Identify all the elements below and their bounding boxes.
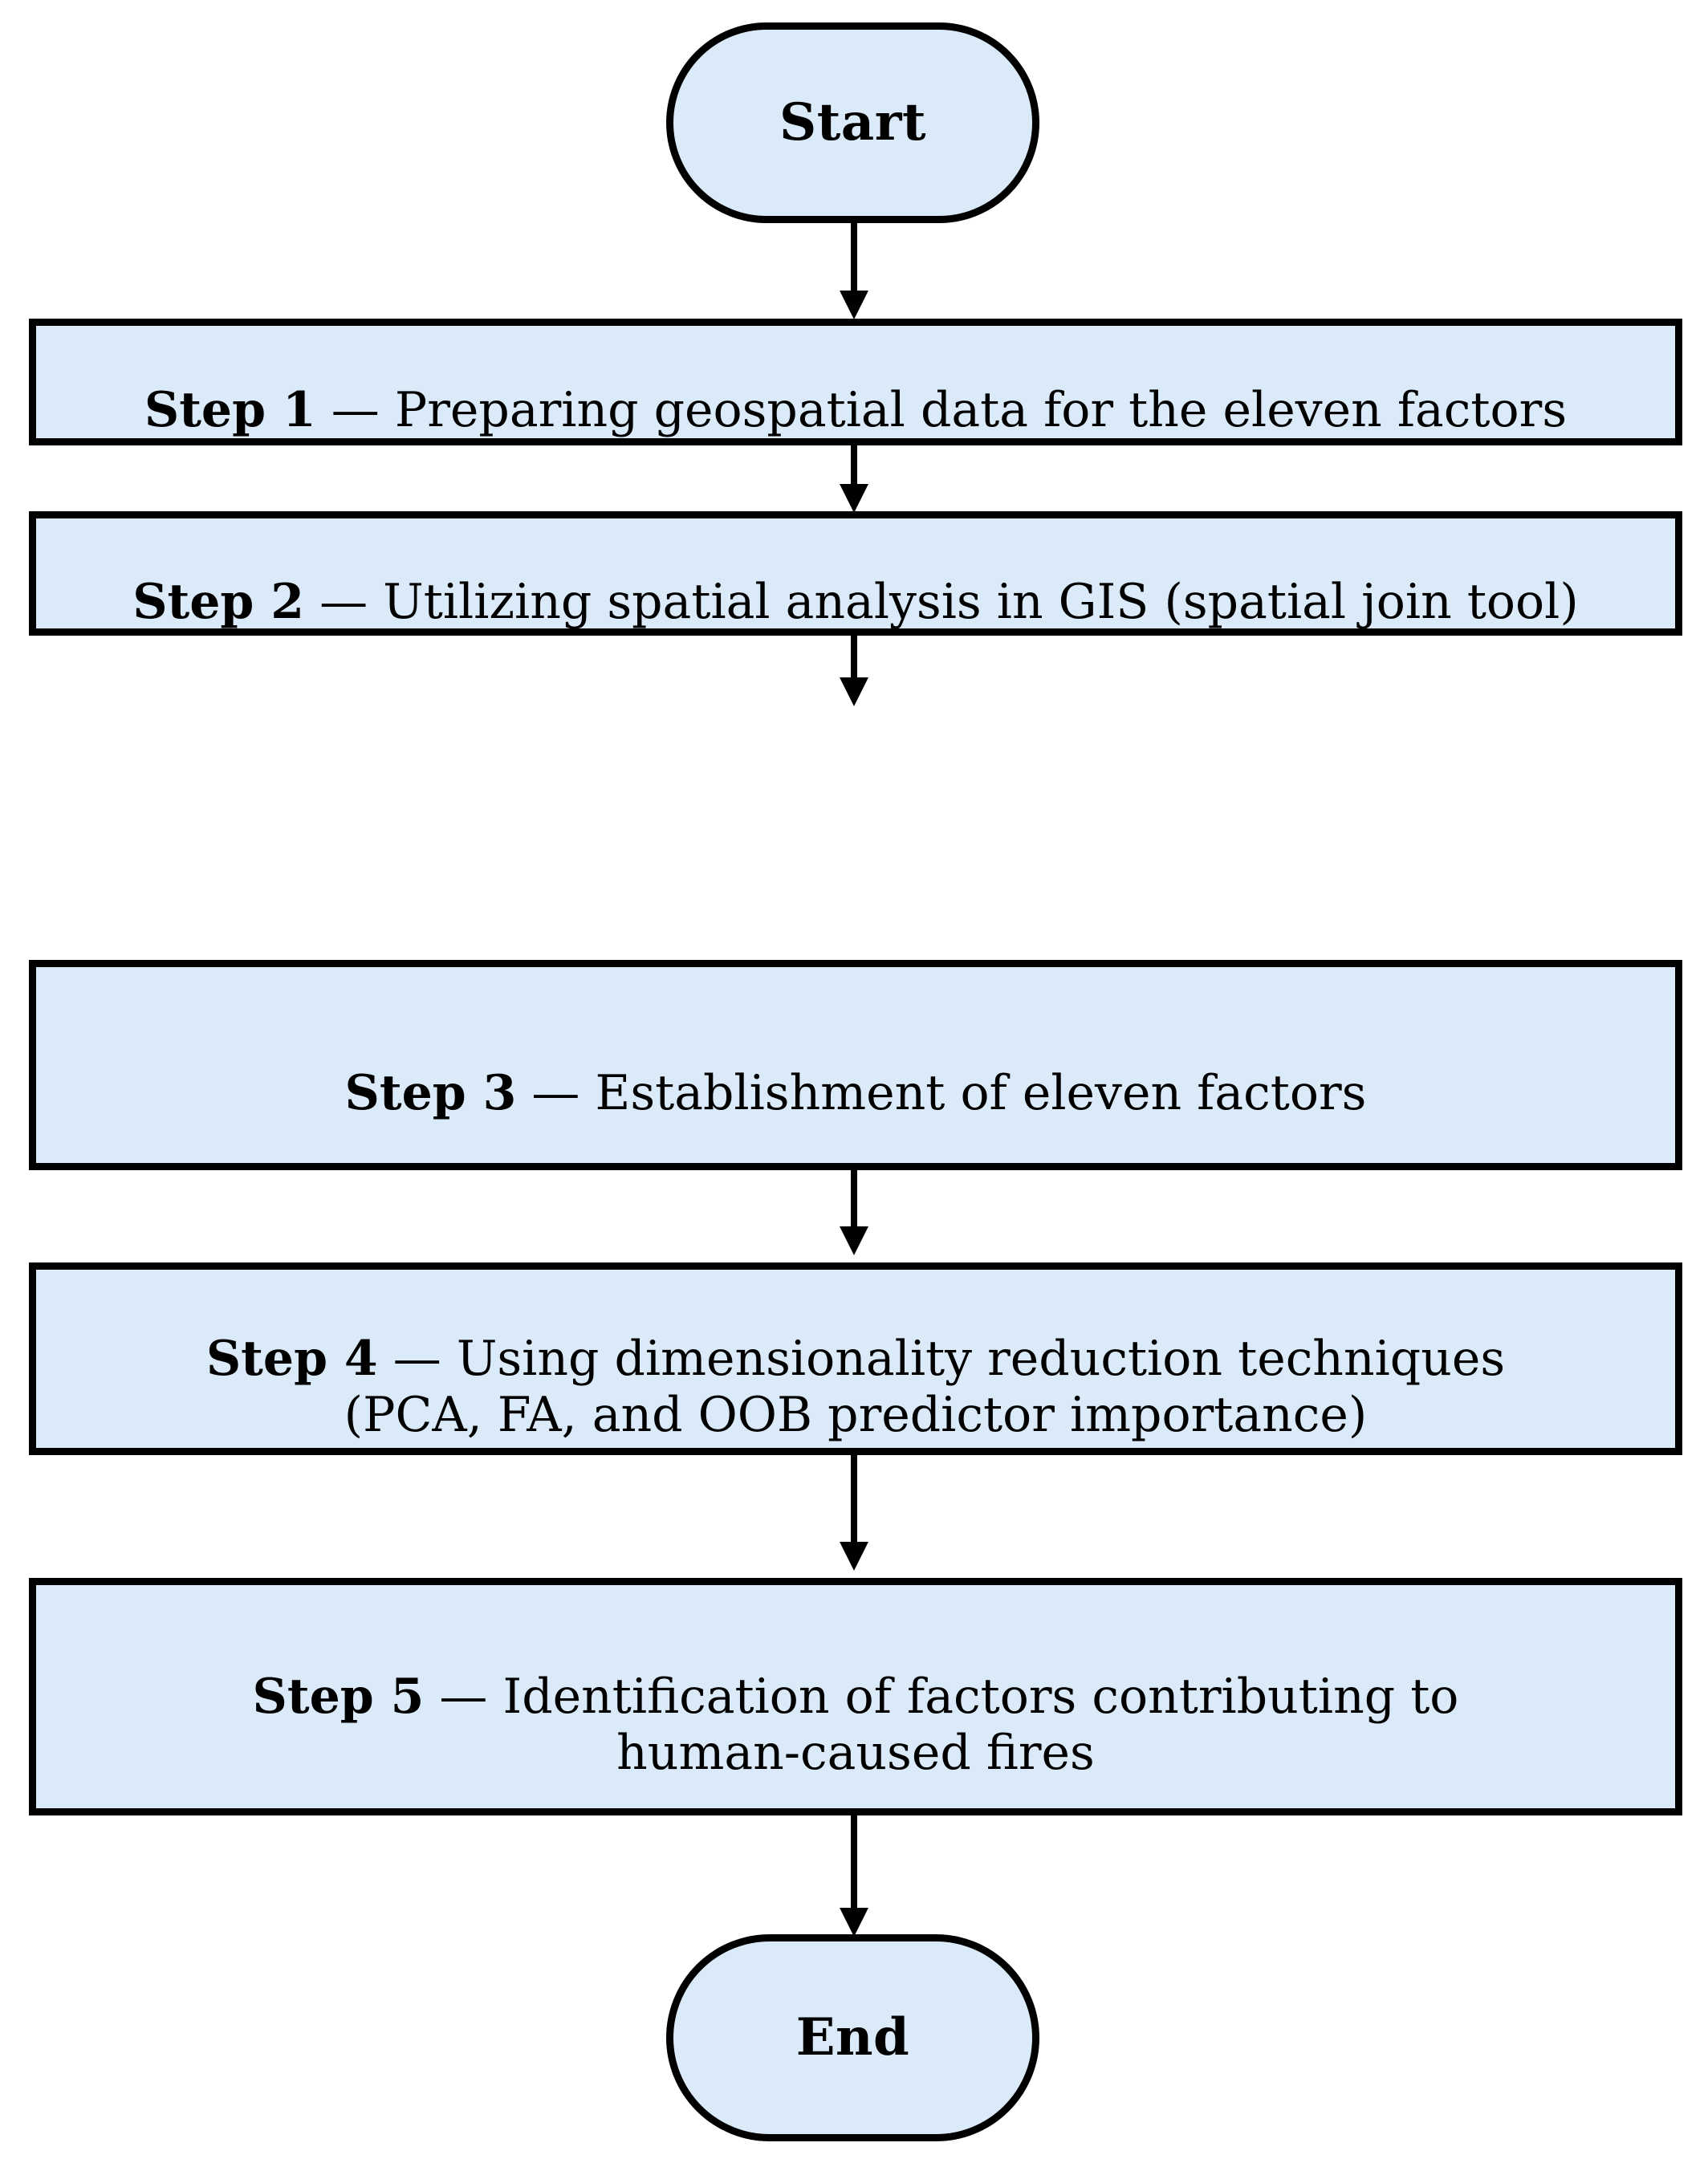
process-text-step-2: Step 2 — Utilizing spatial analysis in G… xyxy=(132,517,1579,631)
step-body-1: Preparing geospatial data for the eleven… xyxy=(394,382,1568,438)
process-text-step-3: Step 3 — Establishment of eleven factors xyxy=(345,1008,1367,1122)
process-box-step-2[interactable]: Step 2 — Utilizing spatial analysis in G… xyxy=(29,511,1682,636)
arrow-step3-to-step4 xyxy=(836,1170,872,1258)
process-box-step-1[interactable]: Step 1 — Preparing geospatial data for t… xyxy=(29,319,1682,445)
step-body-5: Identification of factors contributing t… xyxy=(502,1668,1459,1782)
process-text-step-1: Step 1 — Preparing geospatial data for t… xyxy=(144,325,1567,439)
arrow-start-to-step1 xyxy=(836,223,872,321)
arrow-step1-to-step2 xyxy=(836,445,872,514)
arrow-step4-to-step5 xyxy=(836,1455,872,1574)
end-node-label: End xyxy=(795,2007,910,2067)
step-tag-5: Step 5 xyxy=(252,1668,425,1725)
step-dash-2: — xyxy=(304,573,384,630)
step-dash-1: — xyxy=(315,382,395,438)
process-box-step-3-real[interactable]: Step 3 — Establishment of eleven factors xyxy=(29,960,1682,1170)
process-box-step-5[interactable]: Step 5 — Identification of factors contr… xyxy=(29,1578,1682,1815)
start-node-label: Start xyxy=(779,92,927,152)
step-tag-4: Step 4 xyxy=(205,1330,378,1387)
start-node[interactable]: Start xyxy=(666,22,1039,223)
arrow-step5-to-end xyxy=(836,1815,872,1940)
step-body-4: Using dimensionality reduction technique… xyxy=(344,1330,1506,1444)
process-text-step-5: Step 5 — Identification of factors contr… xyxy=(253,1612,1459,1782)
arrow-step2-to-step3 xyxy=(836,636,872,708)
step-dash-4: — xyxy=(377,1330,457,1387)
step-tag-2: Step 2 xyxy=(132,573,305,630)
step-body-3: Establishment of eleven factors xyxy=(595,1065,1367,1121)
step-body-2: Utilizing spatial analysis in GIS (spati… xyxy=(383,573,1579,630)
step-tag-1: Step 1 xyxy=(144,382,316,438)
process-box-step-4[interactable]: Step 4 — Using dimensionality reduction … xyxy=(29,1262,1682,1455)
step-dash-3: — xyxy=(516,1065,596,1121)
step-dash-5: — xyxy=(424,1668,503,1725)
process-text-step-4: Step 4 — Using dimensionality reduction … xyxy=(206,1274,1505,1444)
end-node[interactable]: End xyxy=(666,1934,1039,2141)
step-tag-3: Step 3 xyxy=(344,1065,517,1121)
